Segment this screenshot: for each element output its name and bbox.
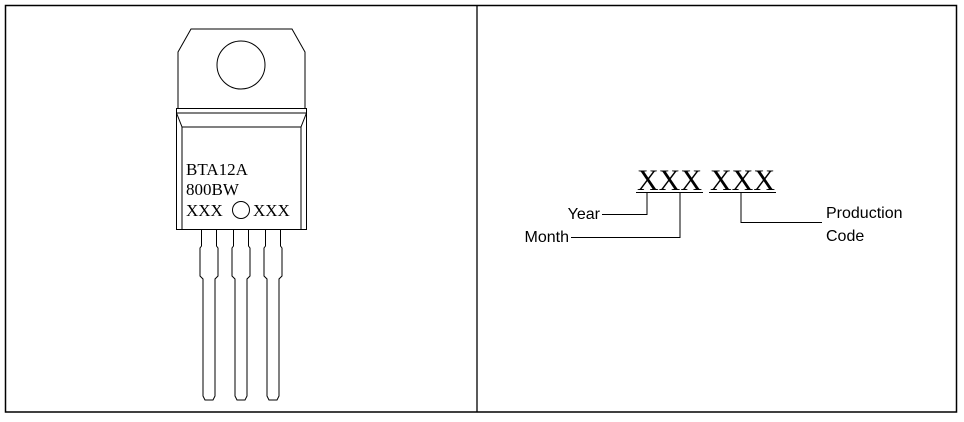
year-leader-line [602, 193, 648, 215]
package-pins [199, 229, 283, 401]
code-group-date: XXX [637, 164, 702, 197]
production-leader-line [740, 193, 822, 223]
pin1-indicator-circle [232, 201, 250, 219]
label-production: Production [826, 205, 903, 222]
label-month: Month [525, 229, 569, 246]
code-group-production: XXX [710, 164, 775, 197]
body-chamfer-left [176, 112, 183, 229]
marking-code-right: XXX [253, 201, 290, 220]
marking-line-2: 800BW [186, 180, 240, 199]
outer-frame [4, 4, 958, 413]
month-leader-line [571, 193, 681, 238]
body-chamfer-right [300, 112, 307, 229]
to220-package [176, 28, 307, 230]
mounting-hole [216, 40, 266, 90]
label-code: Code [826, 228, 864, 245]
marking-code-left: XXX [186, 201, 223, 220]
package-tab [177, 28, 306, 108]
label-year: Year [568, 206, 601, 223]
package-pin-2 [231, 229, 251, 401]
package-pin-1 [199, 229, 219, 401]
package-body [176, 108, 307, 230]
marking-line-1: BTA12A [186, 160, 249, 179]
package-pin-3 [263, 229, 283, 401]
